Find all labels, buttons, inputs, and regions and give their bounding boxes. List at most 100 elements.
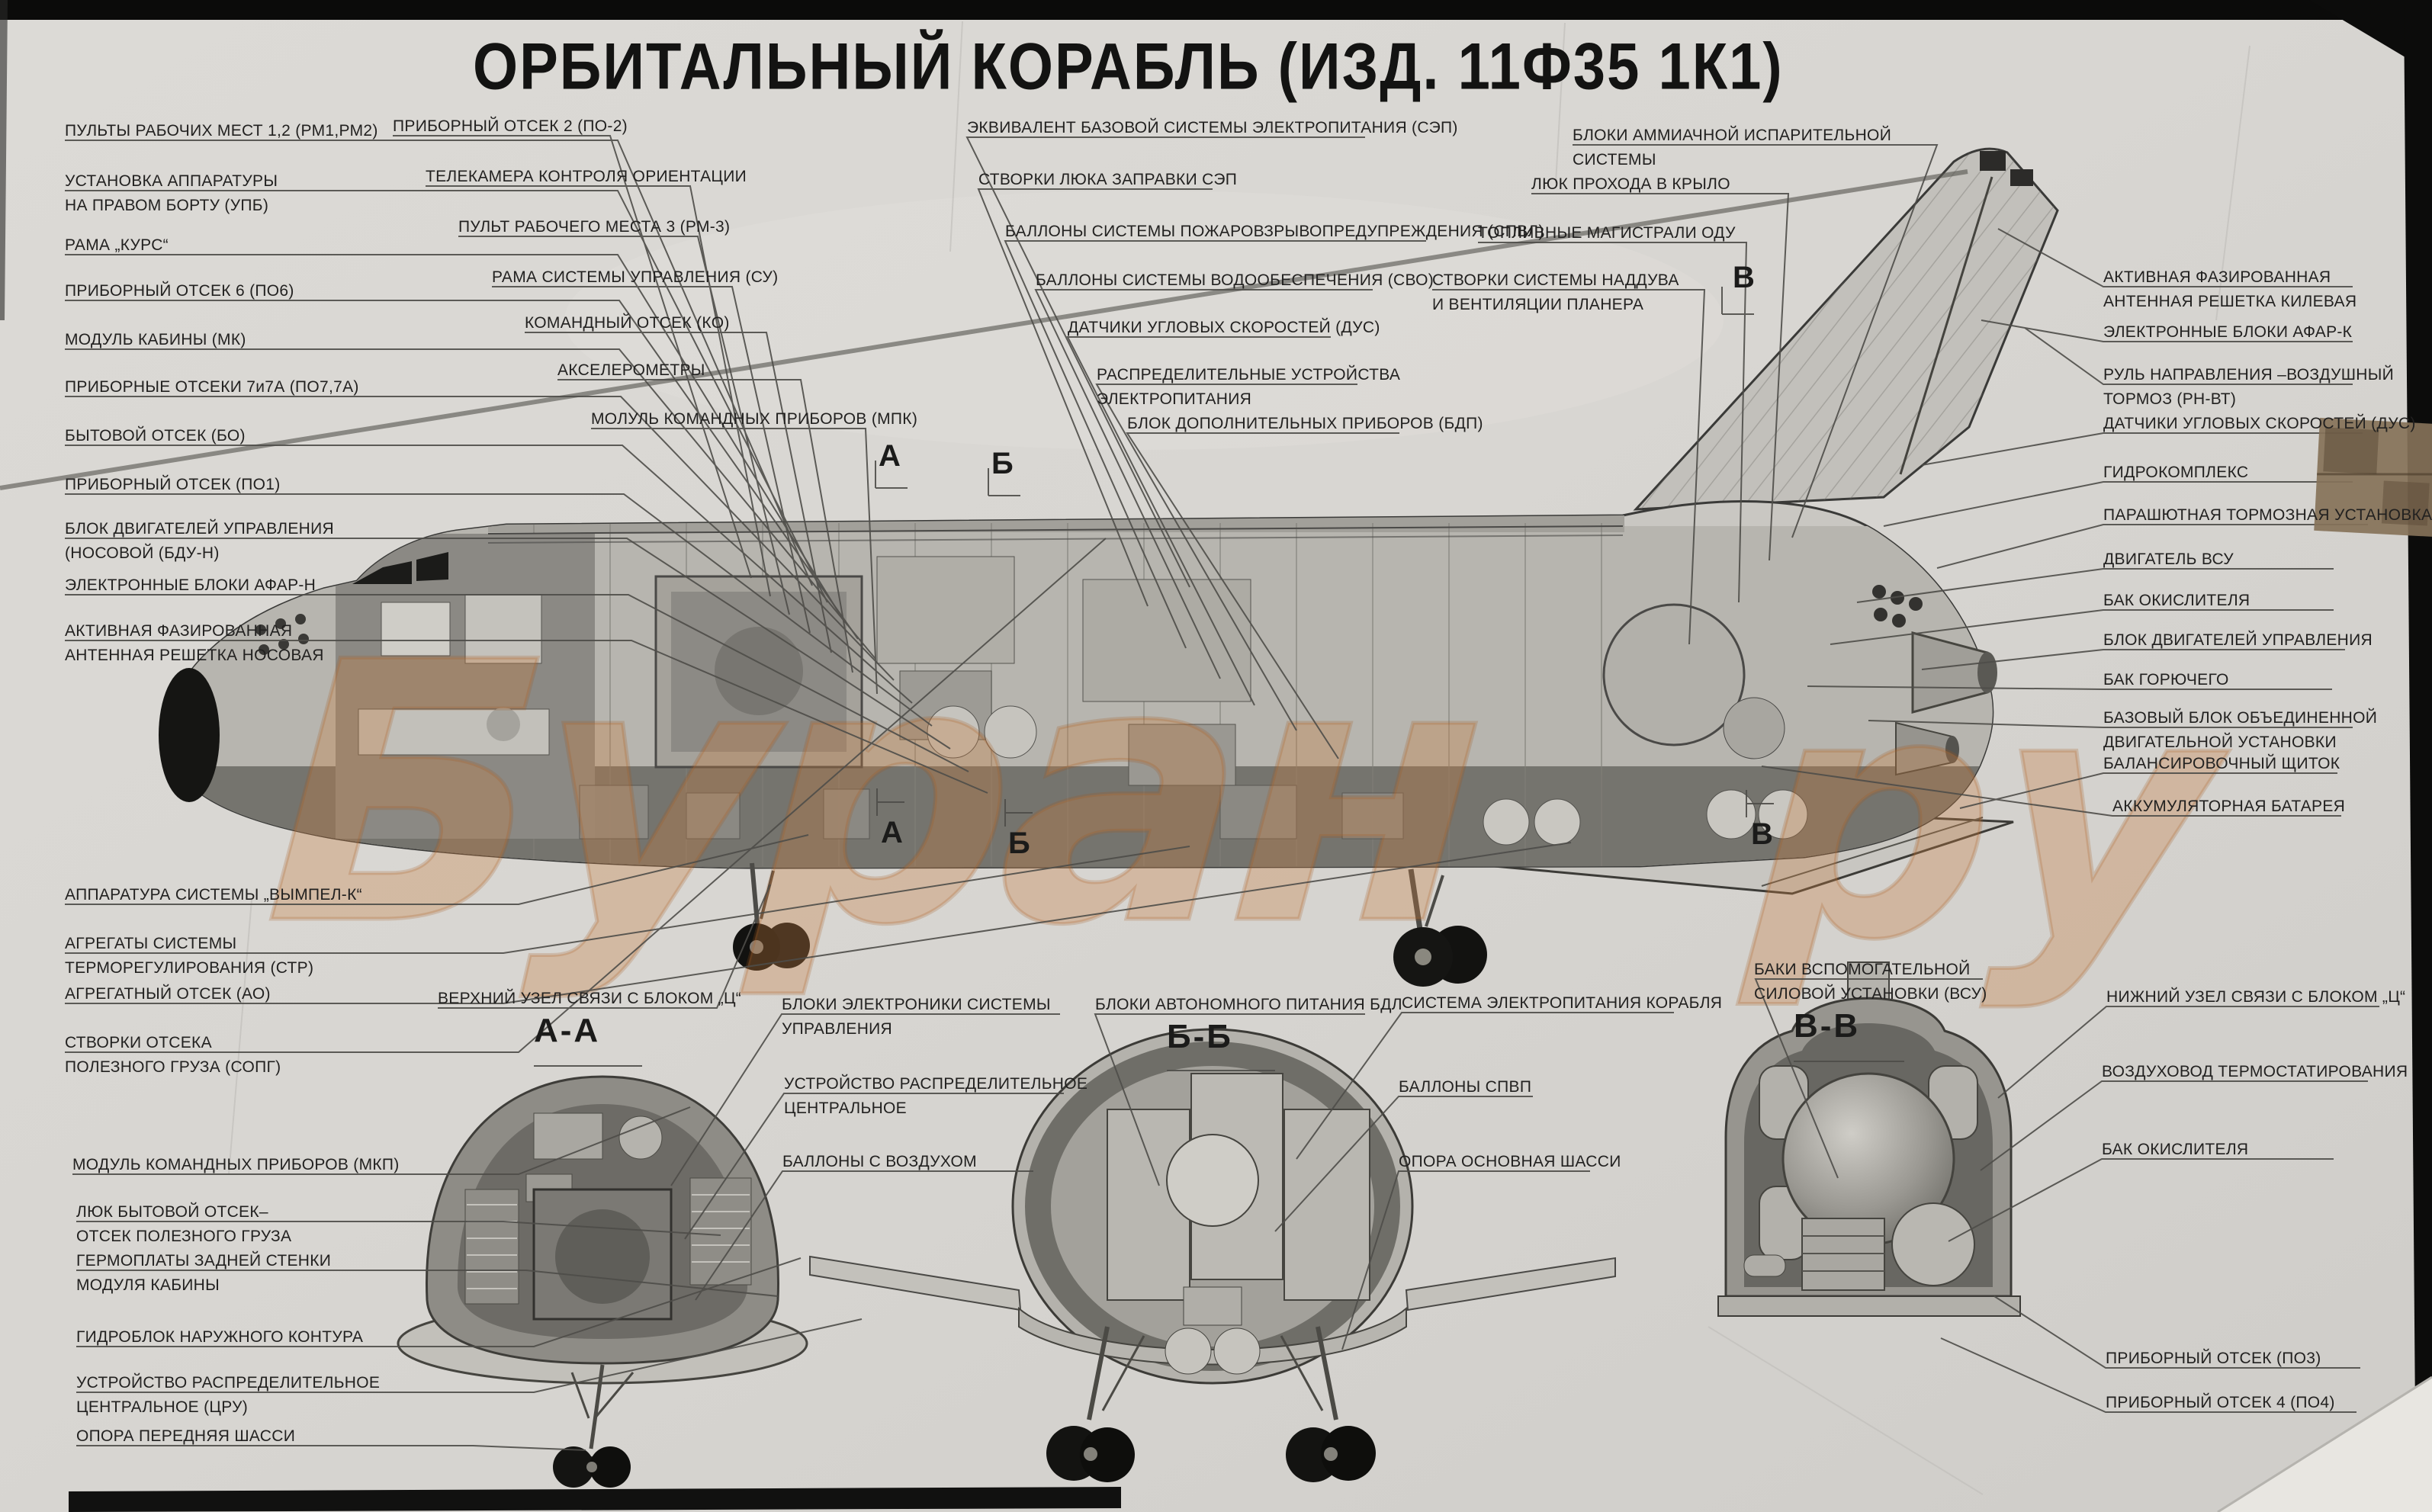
callout-text: А	[881, 816, 904, 849]
callout-text: А	[879, 439, 901, 473]
callout-text: БАЛЛОНЫ СИСТЕМЫ ПОЖАРОВЗРЫВОПРЕДУПРЕЖДЕН…	[1005, 223, 1544, 240]
leader-line	[1856, 568, 2334, 603]
nose-cap	[159, 668, 220, 802]
leader-line	[1432, 289, 1706, 645]
nose-rcs-thrusters	[255, 614, 309, 655]
callout-text: РАСПРЕДЕЛИТЕЛЬНЫЕ УСТРОЙСТВА	[1097, 366, 1401, 384]
leader-line	[525, 332, 832, 653]
callout-text: ПУЛЬТЫ РАБОЧИХ МЕСТ 1,2 (РМ1,РМ2)	[65, 122, 378, 140]
callout-text: АНТЕННАЯ РЕШЕТКА НОСОВАЯ	[65, 647, 324, 664]
callout-text: ПРИБОРНЫЕ ОТСЕКИ 7и7А (ПО7,7А)	[65, 378, 359, 396]
callout-text: В	[1751, 817, 1774, 851]
callout-text: БЛОК ДВИГАТЕЛЕЙ УПРАВЛЕНИЯ	[65, 520, 334, 538]
leader-line	[426, 185, 771, 597]
callout-text: ПРИБОРНЫЙ ОТСЕК (ПО3)	[2106, 1350, 2321, 1367]
leader-line	[1883, 481, 2353, 527]
leader-line	[65, 300, 859, 640]
callout-text: УСТРОЙСТВО РАСПРЕДЕЛИТЕЛЬНОЕ	[76, 1374, 381, 1392]
cut-marker-v-top: В	[1733, 261, 1756, 294]
leader-line	[1478, 242, 1748, 603]
callout-text: БЛОКИ АВТОНОМНОГО ПИТАНИЯ БДЛ	[1095, 996, 1402, 1013]
callout-label: ПРИБОРНЫЙ ОТСЕК 4 (ПО4)	[2106, 1391, 2335, 1415]
callout-text: БЛОК ДВИГАТЕЛЕЙ УПРАВЛЕНИЯ	[2103, 631, 2373, 649]
leader-line	[65, 846, 1190, 954]
callout-text: ОТСЕК ПОЛЕЗНОГО ГРУЗА	[76, 1228, 292, 1245]
callout-text: СТВОРКИ ЛЮКА ЗАПРАВКИ СЭП	[978, 171, 1238, 188]
callout-text: ПРИБОРНЫЙ ОТСЕК 4 (ПО4)	[2106, 1394, 2335, 1411]
leader-line	[1993, 1295, 2360, 1369]
leader-line	[1997, 1006, 2379, 1099]
callout-text: НА ПРАВОМ БОРТУ (УПБ)	[65, 197, 269, 214]
leader-line	[1274, 1096, 1533, 1232]
leader-line	[1807, 685, 2332, 690]
callout-label: СИСТЕМА ЭЛЕКТРОПИТАНИЯ КОРАБЛЯ	[1402, 991, 1722, 1016]
callout-label: АГРЕГАТНЫЙ ОТСЕК (АО)	[65, 982, 271, 1006]
leader-line	[1868, 720, 2353, 728]
callout-text: И ВЕНТИЛЯЦИИ ПЛАНЕРА	[1432, 296, 1644, 313]
leader-line	[965, 136, 1365, 588]
leader-line	[65, 254, 843, 620]
leader-line	[76, 1221, 721, 1236]
leader-line	[1948, 1158, 2334, 1242]
callout-label: АКСЕЛЕРОМЕТРЫ	[557, 358, 705, 383]
callout-label: РАМА „КУРС“	[65, 233, 169, 258]
callout-text: ПРИБОРНЫЙ ОТСЕК 2 (ПО-2)	[393, 117, 628, 135]
leader-line	[458, 236, 790, 615]
callout-text: БЛОКИ АММИАЧНОЙ ИСПАРИТЕЛЬНОЙ	[1573, 127, 1892, 144]
leader-line	[65, 348, 876, 660]
watermark-text-big: Буран	[258, 586, 1490, 1003]
callout-label: БЛОК ДОПОЛНИТЕЛЬНЫХ ПРИБОРОВ (БДП)	[1127, 412, 1483, 436]
fuselage-interior	[163, 515, 1993, 868]
leader-line	[695, 1170, 1033, 1301]
callout-text: ПРИБОРНЫЙ ОТСЕК (ПО1)	[65, 476, 281, 493]
callout-text: АГРЕГАТНЫЙ ОТСЕК (АО)	[65, 985, 271, 1003]
leader-line	[1066, 336, 1331, 706]
callout-text: ВЕРХНИЙ УЗЕЛ СВЯЗИ С БЛОКОМ „Ц“	[438, 990, 742, 1007]
callout-text: МОДУЛЬ КАБИНЫ (МК)	[65, 331, 246, 348]
callout-text: УПРАВЛЕНИЯ	[782, 1020, 893, 1038]
callout-label: ВЕРХНИЙ УЗЕЛ СВЯЗИ С БЛОКОМ „Ц“	[438, 987, 741, 1011]
page-title: ОРБИТАЛЬНЫЙ КОРАБЛЬ (ИЗД. 11Ф35 1К1)	[473, 30, 1784, 104]
leader-line	[76, 1318, 863, 1393]
callout-text: АККУМУЛЯТОРНАЯ БАТАРЕЯ	[2112, 798, 2346, 815]
callout-text: ПАРАШЮТНАЯ ТОРМОЗНАЯ УСТАНОВКА	[2103, 506, 2432, 524]
callout-text: МОДУЛЯ КАБИНЫ	[76, 1276, 220, 1294]
callout-label: ТЕЛЕКАМЕРА КОНТРОЛЯ ОРИЕНТАЦИИ	[426, 165, 747, 189]
leader-line	[1761, 766, 2341, 817]
callout-label: ЛЮК БЫТОВОЙ ОТСЕК–ОТСЕК ПОЛЕЗНОГО ГРУЗА	[76, 1200, 291, 1249]
callout-label: БАК ГОРЮЧЕГО	[2103, 668, 2229, 692]
callout-text: (НОСОВОЙ (БДУ-Н)	[65, 544, 220, 562]
aa-nose-gear	[553, 1364, 635, 1488]
leader-line	[1959, 772, 2337, 809]
nose-landing-gear	[733, 862, 810, 971]
callout-text: ПРИБОРНЫЙ ОТСЕК 6 (ПО6)	[65, 282, 294, 300]
callout-text: ТЕЛЕКАМЕРА КОНТРОЛЯ ОРИЕНТАЦИИ	[426, 168, 747, 185]
callout-label: БАЛЛОНЫ СИСТЕМЫ ПОЖАРОВЗРЫВОПРЕДУПРЕЖДЕН…	[1005, 220, 1544, 244]
leader-line	[1936, 524, 2368, 569]
callout-text: РУЛЬ НАПРАВЛЕНИЯ –ВОЗДУШНЫЙ	[2103, 366, 2395, 384]
leader-line	[72, 1106, 691, 1175]
callout-text: В	[1733, 261, 1756, 294]
callout-text: АКТИВНАЯ ФАЗИРОВАННАЯ	[2103, 268, 2331, 286]
bb-main-gear	[1046, 1326, 1376, 1482]
callout-text: БАЛЛОНЫ С ВОЗДУХОМ	[782, 1153, 977, 1170]
leader-lines-layer	[65, 135, 2379, 1451]
main-landing-gear	[1393, 868, 1487, 987]
section-title-aa: А-А	[534, 1014, 600, 1048]
callout-label: ПРИБОРНЫЙ ОТСЕК (ПО1)	[65, 473, 281, 497]
cockpit-windows	[352, 552, 448, 584]
leader-line	[492, 286, 811, 634]
callout-text: ПУЛЬТ РАБОЧЕГО МЕСТА 3 (РМ-3)	[458, 218, 731, 236]
callout-label: ПРИБОРНЫЙ ОТСЕК (ПО3)	[2106, 1347, 2321, 1371]
callout-text: Б-Б	[1167, 1018, 1233, 1055]
